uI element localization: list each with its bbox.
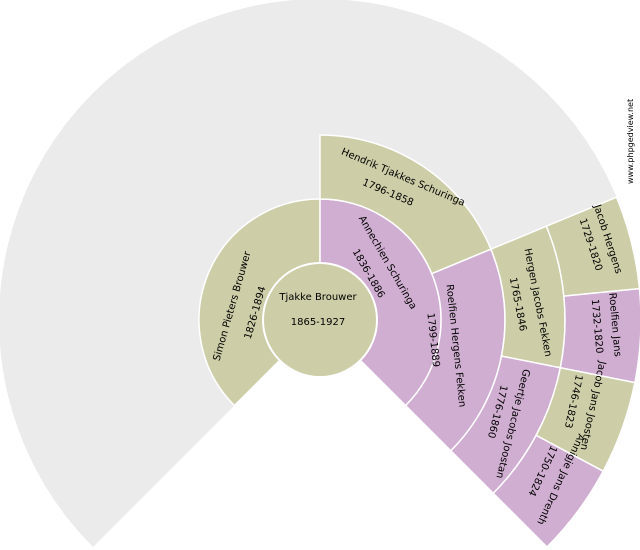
root-years: 1865-1927 (291, 317, 346, 328)
watermark: www.phpgedview.net (626, 99, 635, 184)
person-segment-gen4-4[interactable] (492, 434, 605, 549)
person-years: 1732-1820 (589, 299, 605, 354)
root-name: Tjakke Brouwer (278, 292, 357, 303)
root-person-circle[interactable] (262, 262, 378, 378)
watermark-text: www.phpgedview.net (626, 99, 635, 184)
